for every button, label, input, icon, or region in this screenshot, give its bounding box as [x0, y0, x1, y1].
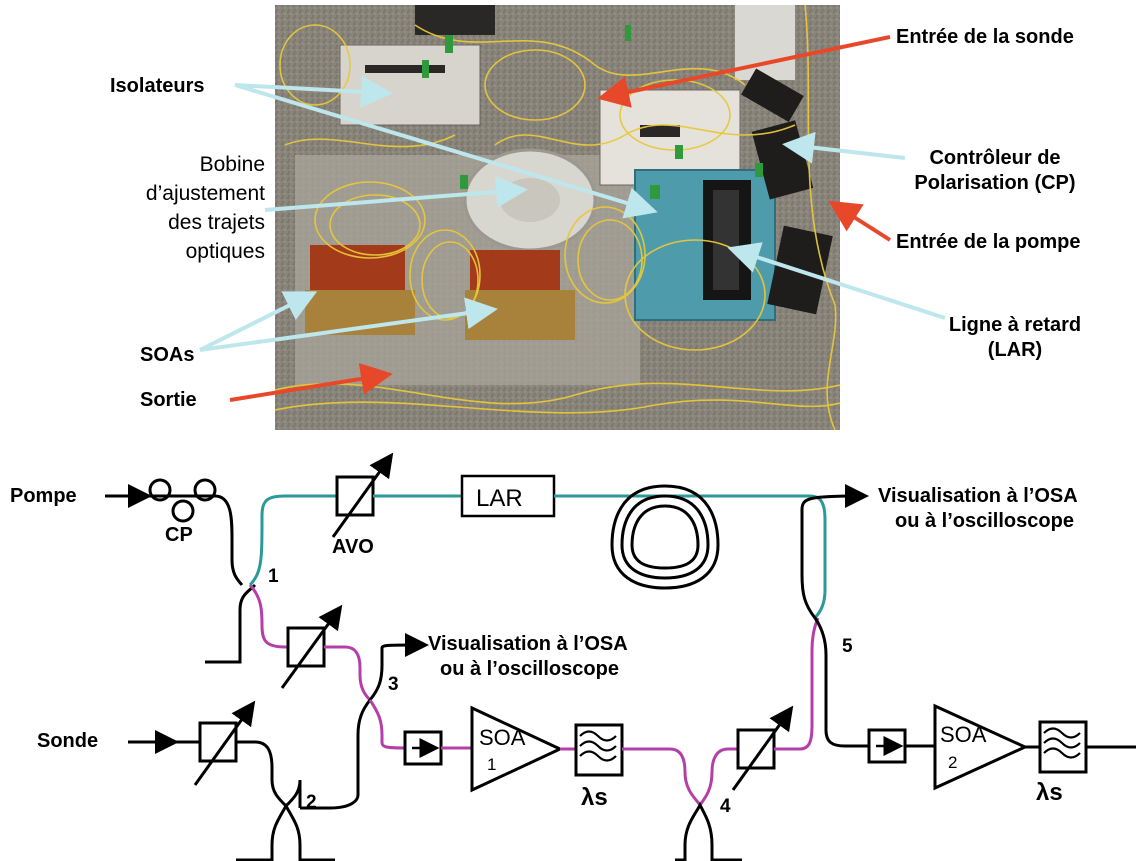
filter2-lambda: λs: [1036, 779, 1063, 806]
schematic-diagram: Pompe CP 1 AVO LAR Visualisation à l’OSA…: [0, 430, 1136, 861]
label-bobine-line-1: Bobine: [80, 150, 265, 179]
label-soas: SOAs: [140, 343, 194, 368]
lar-label: LAR: [476, 485, 523, 512]
coupler2-upper: [236, 742, 300, 808]
setup-photo-drawing: [275, 5, 840, 430]
probe-fiber-e: [774, 618, 818, 749]
setup-photo: [275, 5, 840, 430]
visu-top-line-1: Visualisation à l’OSA: [878, 485, 1078, 507]
label-controleur-line-2: Polarisation (CP): [900, 171, 1090, 196]
label-isolateurs: Isolateurs: [110, 74, 204, 99]
coupler1-label: 1: [268, 566, 279, 587]
filter1-lambda: λs: [581, 784, 608, 811]
coupler4-lower: [675, 805, 742, 860]
attenuator-avo: [337, 477, 373, 515]
visu-mid-line-2: ou à l’oscilloscope: [440, 658, 619, 680]
attenuator-probe: [288, 628, 324, 666]
label-ligne: Ligne à retard (LAR): [940, 313, 1090, 363]
label-ligne-line-2: (LAR): [940, 338, 1090, 363]
coupler3-probe-out: [370, 700, 405, 748]
coupler2-lower: [236, 806, 335, 860]
coupler1-probe-out: [250, 585, 285, 647]
polarization-controller: [150, 480, 215, 521]
arrow-entree-pompe: [835, 205, 890, 240]
visu-top-line-2: ou à l’oscilloscope: [895, 510, 1074, 532]
coupler5-label: 5: [842, 636, 853, 657]
soa1-label: SOA: [479, 725, 526, 750]
coupler5-visu-out: [802, 496, 860, 618]
soa-2: [935, 706, 1025, 788]
avo-label: AVO: [332, 536, 374, 558]
label-bobine-line-3: des trajets: [80, 208, 265, 237]
label-sortie: Sortie: [140, 388, 197, 413]
soa2-label: SOA: [940, 722, 987, 747]
coupler1-black-lower: [205, 585, 255, 662]
fiber-spool: [612, 486, 718, 588]
label-bobine-line-4: optiques: [80, 237, 265, 266]
attenuator-4: [738, 730, 774, 768]
cp-label: CP: [165, 524, 193, 546]
label-controleur: Contrôleur de Polarisation (CP): [900, 146, 1090, 196]
visu-mid-line-1: Visualisation à l’OSA: [428, 633, 628, 655]
coupler2-label: 2: [306, 792, 317, 813]
label-ligne-line-1: Ligne à retard: [940, 313, 1090, 338]
coupler4-label: 4: [720, 796, 731, 817]
soa2-number: 2: [948, 753, 957, 772]
label-entree-sonde: Entrée de la sonde: [896, 25, 1074, 50]
label-bobine: Bobine d’ajustement des trajets optiques: [80, 150, 265, 266]
label-controleur-line-1: Contrôleur de: [900, 146, 1090, 171]
probe-fiber-b: [324, 647, 370, 700]
label-entree-pompe: Entrée de la pompe: [896, 230, 1081, 255]
sonde-label: Sonde: [37, 730, 98, 752]
label-bobine-line-2: d’ajustement: [80, 179, 265, 208]
coupler3-label: 3: [388, 674, 399, 695]
soa1-number: 1: [487, 755, 496, 774]
pompe-label: Pompe: [10, 485, 77, 507]
